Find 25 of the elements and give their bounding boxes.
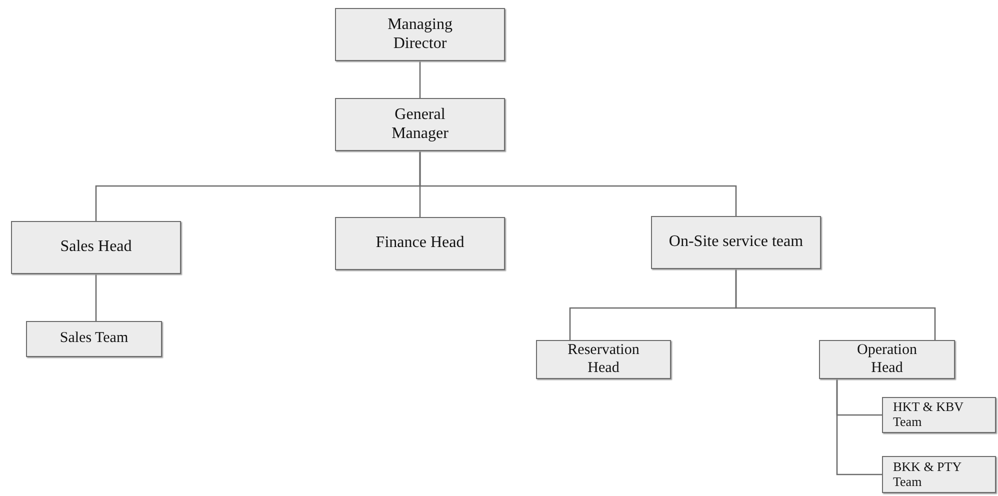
role-label: Finance Head [376,234,464,253]
role-label: Reservation Head [566,342,640,377]
org-box [536,340,671,379]
connector-line [419,61,421,98]
connector-line [95,274,97,321]
org-box [819,340,955,379]
role-label: BKK & PTY Team [893,460,962,490]
connector-line [735,269,936,340]
role-label: On-Site service team [668,233,804,252]
org-box [651,216,821,269]
org-box [26,321,162,357]
org-box [882,397,996,433]
role-label: General Manager [390,106,450,143]
role-label: HKT & KBV Team [893,400,964,430]
org-box [335,98,505,151]
role-label: Operation Head [856,342,918,377]
org-box [882,456,996,493]
org-box [11,221,181,274]
org-box [335,8,505,61]
connector-line [419,151,737,216]
role-label: Sales Head [60,238,132,257]
org-box [335,217,505,270]
role-label: Sales Team [60,330,128,348]
connector-line [836,379,882,476]
role-label: Managing Director [386,16,454,53]
